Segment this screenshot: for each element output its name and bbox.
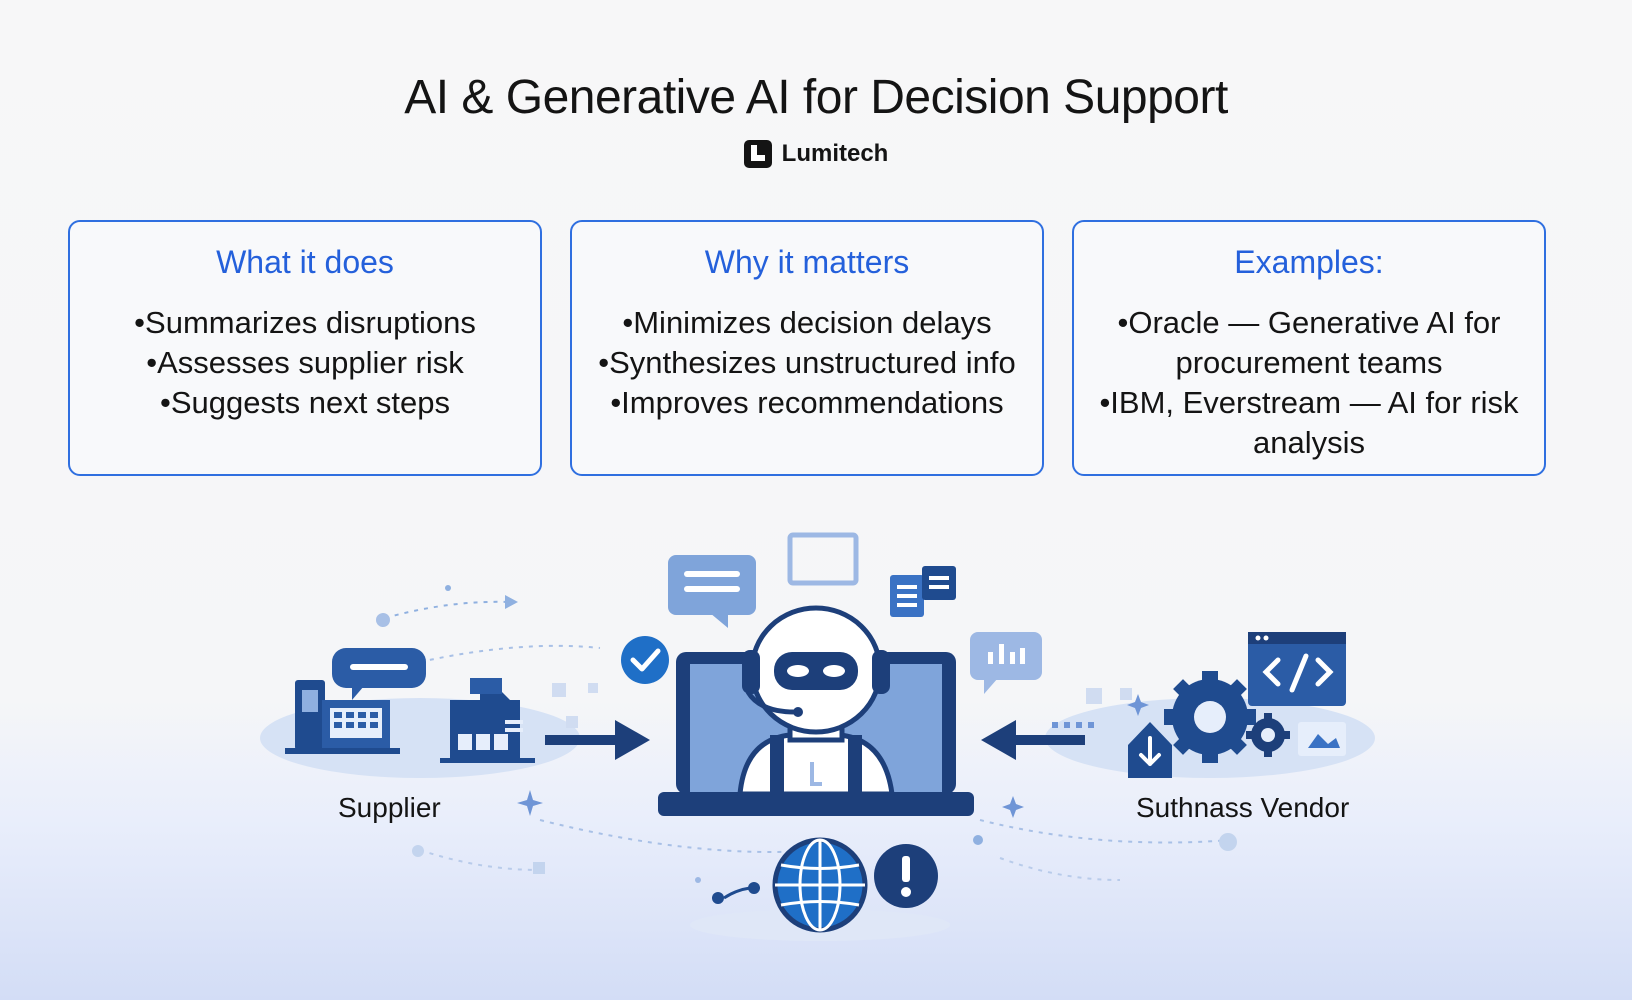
vendor-label: Suthnass Vendor [1136, 792, 1350, 823]
desk-phone-icon [285, 680, 400, 754]
card-examples: Examples: Oracle — Generative AI for pro… [1072, 220, 1546, 476]
card-what-it-does: What it does Summarizes disruptions Asse… [68, 220, 542, 476]
dot [1219, 833, 1237, 851]
list-item: Oracle — Generative AI for procurement t… [1090, 303, 1528, 383]
dot [376, 613, 390, 627]
sparkle-icon [517, 790, 543, 816]
square-dot [1086, 688, 1102, 704]
square-dot [533, 862, 545, 874]
audio-bubble-icon [970, 632, 1042, 694]
connector-icon [695, 877, 760, 904]
card-list: Oracle — Generative AI for procurement t… [1074, 303, 1544, 463]
dot [412, 845, 424, 857]
image-icon [1298, 722, 1346, 756]
lumitech-logo-icon [743, 140, 772, 168]
page-title: AI & Generative AI for Decision Support [404, 71, 1228, 124]
chat-bubble-icon [332, 648, 426, 700]
gear-icon [1164, 671, 1256, 763]
list-item: Improves recommendations [588, 383, 1026, 423]
brand: Lumitech [0, 140, 1632, 168]
square-dot [588, 683, 598, 693]
card-title: Examples: [1234, 244, 1384, 280]
document-icon [890, 566, 956, 617]
square-dot [552, 683, 566, 697]
card-title: What it does [216, 244, 394, 280]
dashed-curve [384, 600, 511, 619]
factory-icon [440, 678, 535, 763]
alert-icon [874, 844, 938, 908]
list-item: Suggests next steps [86, 383, 524, 423]
sparkle-icon [1127, 694, 1149, 716]
check-badge-icon [621, 636, 669, 684]
card-list: Minimizes decision delays Synthesizes un… [572, 303, 1042, 423]
message-card-icon [668, 555, 756, 628]
square-dot [1120, 688, 1132, 700]
dot [445, 585, 451, 591]
dots-icon [1052, 722, 1094, 728]
card-list: Summarizes disruptions Assesses supplier… [70, 303, 540, 423]
arrow-right-icon [545, 720, 650, 760]
arrow-left-icon [981, 720, 1085, 760]
brand-name: Lumitech [781, 140, 889, 167]
small-gear-icon [1246, 713, 1290, 757]
list-item: Synthesizes unstructured info [588, 343, 1026, 383]
sparkle-icon [1002, 796, 1024, 818]
dashed-curve [419, 849, 541, 871]
list-item: Minimizes decision delays [588, 303, 1026, 343]
download-icon [1128, 722, 1172, 778]
arrowhead-icon [505, 595, 518, 609]
list-item: IBM, Everstream — AI for risk analysis [1090, 383, 1528, 463]
dot [973, 835, 983, 845]
list-item: Summarizes disruptions [86, 303, 524, 343]
square-dot [566, 716, 578, 728]
dashed-curve [999, 857, 1121, 881]
robot-assistant-icon [737, 605, 895, 797]
code-window-icon [1248, 632, 1346, 706]
dashed-curve [419, 644, 601, 663]
globe-icon [772, 837, 868, 933]
card-why-it-matters: Why it matters Minimizes decision delays… [570, 220, 1044, 476]
ai-illustration [260, 532, 1375, 941]
dashed-curve [979, 819, 1231, 844]
supplier-label: Supplier [338, 792, 441, 823]
card-title: Why it matters [704, 244, 910, 280]
window-frame-icon [787, 532, 859, 586]
list-item: Assesses supplier risk [86, 343, 524, 383]
dashed-curve [539, 819, 821, 853]
